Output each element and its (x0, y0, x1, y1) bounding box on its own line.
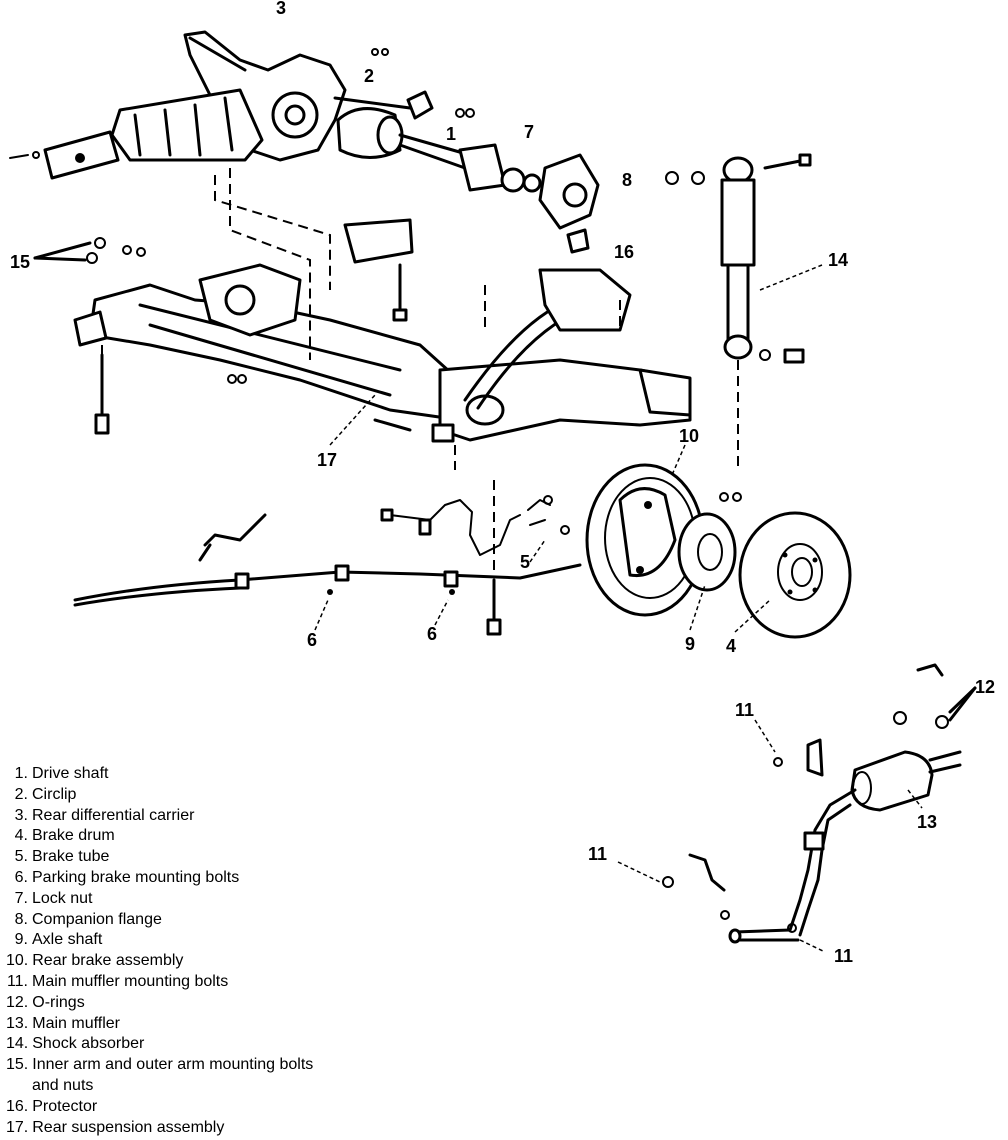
legend-item-continuation: and nuts (32, 1076, 94, 1094)
shock-absorber (720, 156, 823, 470)
legend-item: 1.Drive shaft (6, 764, 313, 785)
legend-item-number: 14. (6, 1035, 29, 1053)
legend-item-text: Drive shaft (32, 765, 109, 782)
legend-item: 13.Main muffler (6, 1014, 313, 1035)
rear-brake-assembly (585, 444, 705, 617)
drive-shaft (336, 107, 507, 192)
legend-item-number: 9. (14, 931, 28, 949)
main-muffler (728, 750, 962, 944)
legend-item-text: Rear brake assembly (32, 952, 184, 970)
legend-item-text: Shock absorber (32, 1035, 145, 1053)
legend-item: 12.O-rings (6, 993, 313, 1014)
legend-item-number: 11. (6, 972, 28, 990)
callout-10: 10 (679, 426, 699, 446)
legend-item: 11.Main muffler mounting bolts (6, 972, 313, 993)
brake-drum (734, 511, 852, 639)
callout-17: 17 (317, 450, 337, 470)
callout-3: 3 (276, 0, 286, 18)
callout-12: 12 (975, 677, 995, 697)
legend-item-number: 15. (6, 1056, 29, 1074)
legend-item: 7.Lock nut (6, 889, 313, 910)
o-rings (893, 663, 977, 729)
legend-item-text: Protector (32, 1097, 98, 1115)
rear-differential-carrier (43, 30, 434, 180)
legend-item: 5.Brake tube (6, 847, 313, 868)
lock-nut (500, 167, 542, 193)
legend-item-number: 8. (14, 910, 28, 928)
legend-item-text: Main muffler mounting bolts (32, 972, 229, 990)
legend-item-text: Brake drum (32, 827, 115, 845)
legend-item-text: Axle shaft (32, 931, 103, 949)
callout-6b: 6 (427, 624, 437, 644)
legend-item-text: Rear differential carrier (32, 806, 195, 824)
legend-item-number: 5. (14, 848, 28, 866)
legend-item-number: 17. (6, 1118, 29, 1136)
legend-item: 8.Companion flange (6, 910, 313, 931)
callout-1: 1 (446, 124, 456, 144)
brake-tube (380, 480, 570, 570)
callout-11c: 11 (834, 946, 853, 966)
callout-11b: 11 (588, 844, 607, 864)
legend-item: 4.Brake drum (6, 826, 313, 847)
legend-item-number: 2. (14, 785, 28, 803)
hardware-washers (9, 48, 812, 185)
rear-suspension-assembly (73, 218, 692, 446)
legend-item-number: 7. (14, 889, 28, 907)
legend-item: 3.Rear differential carrier (6, 806, 313, 827)
callout-16: 16 (614, 242, 634, 262)
legend-item-number: 6. (14, 868, 28, 886)
callout-4: 4 (726, 636, 736, 656)
legend-item: 16.Protector (6, 1097, 313, 1118)
callout-14: 14 (828, 250, 848, 270)
legend-item-text: O-rings (32, 993, 85, 1011)
legend-item: 14.Shock absorber (6, 1034, 313, 1055)
legend-item-text: Inner arm and outer arm mounting bolts (32, 1056, 314, 1074)
callout-6a: 6 (307, 630, 317, 650)
legend-item: 2.Circlip (6, 785, 313, 806)
legend-item-text: Lock nut (32, 889, 93, 907)
callout-labels: 3 2 1 7 8 14 15 16 17 10 5 6 6 9 4 12 11… (10, 0, 995, 966)
parking-brake-cable (73, 513, 582, 636)
legend-item-number: 3. (14, 806, 28, 824)
callout-8: 8 (622, 170, 632, 190)
legend-item: 15.Inner arm and outer arm mounting bolt… (6, 1055, 313, 1097)
legend-item-number: 10. (6, 952, 29, 970)
callout-2: 2 (364, 66, 374, 86)
legend-item-text: Rear suspension assembly (32, 1118, 225, 1136)
legend-item: 6.Parking brake mounting bolts (6, 868, 313, 889)
legend-item-number: 12. (6, 993, 29, 1011)
callout-13: 13 (917, 812, 937, 832)
legend-item: 9.Axle shaft (6, 930, 313, 951)
legend-item-number: 16. (6, 1097, 29, 1115)
legend-item-number: 4. (14, 827, 28, 845)
legend-item-text: Companion flange (32, 910, 162, 928)
callout-11a: 11 (735, 700, 754, 720)
legend-item-number: 13. (6, 1014, 29, 1032)
legend-item-text: Circlip (32, 785, 77, 803)
callout-5: 5 (520, 552, 530, 572)
legend-item-text: Main muffler (32, 1014, 120, 1032)
legend-item: 10.Rear brake assembly (6, 951, 313, 972)
callout-15: 15 (10, 252, 30, 272)
axle-shaft (677, 492, 742, 631)
callout-7: 7 (524, 122, 534, 142)
mounting-bolts (33, 168, 621, 470)
callout-9: 9 (685, 634, 695, 654)
legend-item-text: Brake tube (32, 848, 110, 866)
companion-flange (538, 153, 600, 254)
legend-item: 17.Rear suspension assembly (6, 1118, 313, 1139)
muffler-mounting-bolts (617, 719, 826, 953)
legend-item-text: Parking brake mounting bolts (32, 868, 240, 886)
legend-item-number: 1. (14, 765, 28, 782)
